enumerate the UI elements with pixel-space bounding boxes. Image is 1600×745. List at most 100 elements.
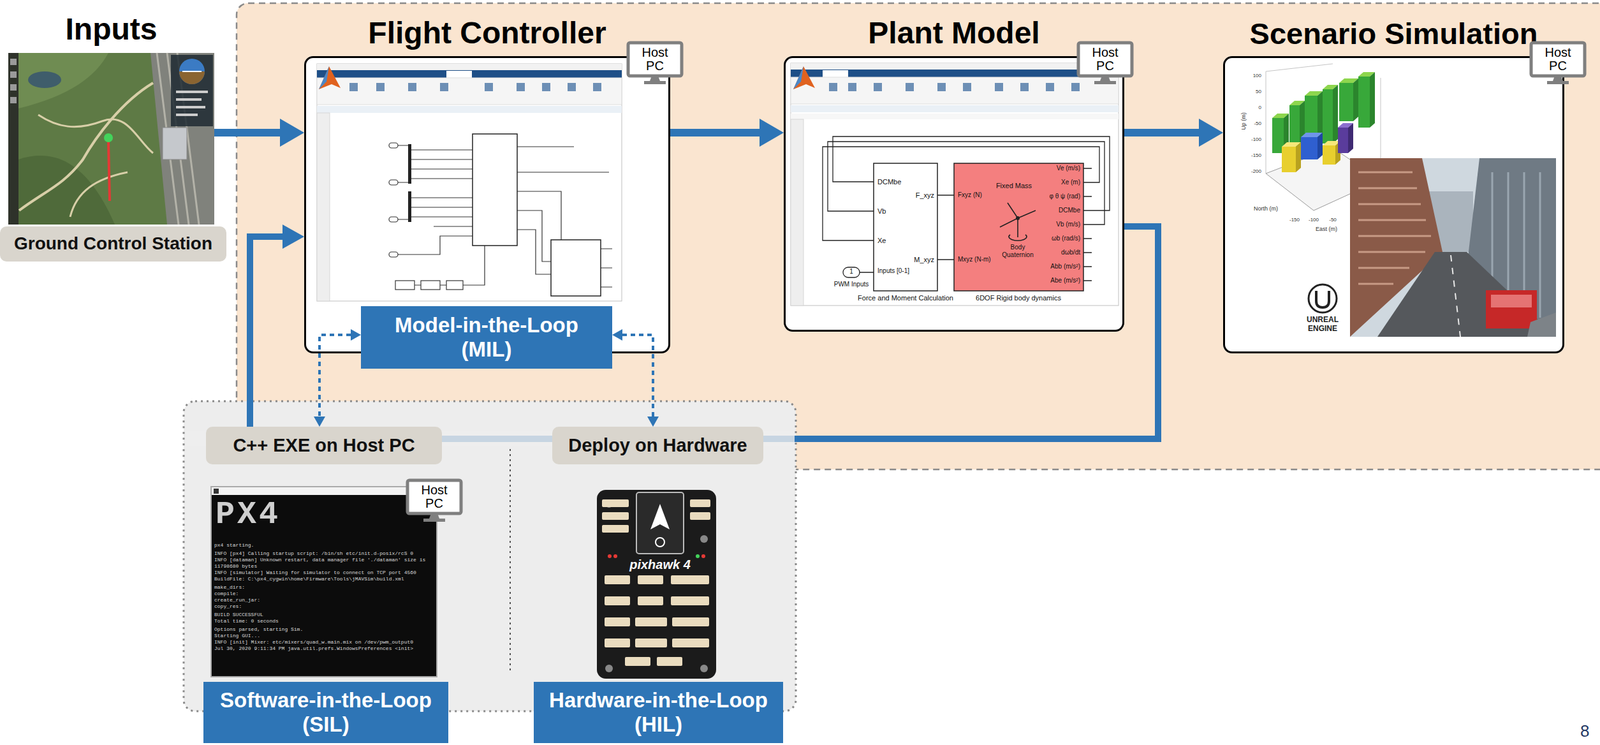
label-anchor: Abb (m/s²) <box>1050 262 1081 271</box>
plant-screenshot <box>843 267 860 278</box>
gcs-map <box>176 98 202 101</box>
label-anchor: px4 starting. <box>214 542 433 549</box>
terminal-line: BuildFile: C:\px4_cygwin\home\Firmware\T… <box>214 575 433 583</box>
city-model <box>1369 72 1375 128</box>
pixhawk-board <box>604 575 631 585</box>
connector-arrow <box>249 226 1159 439</box>
small-label: Fxyz (N) <box>957 191 983 199</box>
text-holder: Host PC <box>637 45 673 74</box>
label-anchor: BUILD SUCCESSFUL <box>214 611 433 618</box>
text-holder: Flight Controller <box>367 16 606 51</box>
text-holder: Hardware-in-the-Loop (HIL) <box>542 688 775 737</box>
pixhawk-board <box>607 554 612 558</box>
plant-screenshot <box>829 82 1080 92</box>
stage-heading: Inputs <box>65 12 158 47</box>
simulink-screenshot <box>388 251 398 257</box>
terminal-line: Jul 30, 2020 9:11:34 PM java.util.prefs.… <box>214 645 433 652</box>
loop-name: Hardware-in-the-Loop (HIL) <box>542 688 775 737</box>
gcs-map <box>8 52 215 225</box>
gcs-map <box>19 82 154 211</box>
plant-screenshot <box>790 69 1119 78</box>
small-label: DCMbe <box>877 177 902 187</box>
small-label: Force and Moment Calculation <box>857 293 954 303</box>
label-anchor: PX4 <box>215 496 281 534</box>
text-holder: Ground Control Station <box>14 233 213 254</box>
simulink-screenshot <box>388 142 398 148</box>
terminal-line: INFO [dataman] Unknown restart, data man… <box>214 556 433 570</box>
unreal-logo <box>1308 284 1337 313</box>
stage-panel: Flight ControllerHost PCModel-in-the-Loo… <box>304 56 671 354</box>
city-model <box>1272 72 1375 173</box>
plant-screenshot <box>848 82 857 92</box>
pixhawk-board <box>613 554 618 558</box>
terminal-line: Options parsed, starting Sim. <box>214 626 433 633</box>
small-label: North (m) <box>1253 205 1278 212</box>
box-label: Ground Control Station <box>14 233 213 254</box>
label-anchor: DCMbe <box>1058 206 1081 215</box>
gcs-map <box>176 105 206 109</box>
pixhawk-board <box>637 575 664 585</box>
unreal-street-scene <box>1490 294 1532 308</box>
unreal-street-scene <box>1485 290 1537 329</box>
plant-screenshot <box>793 66 804 90</box>
pixhawk-board <box>650 503 670 530</box>
small-label: Abe (m/s²) <box>1050 276 1081 285</box>
small-label: M_xyz <box>913 255 935 265</box>
plant-screenshot <box>1020 82 1029 92</box>
loop-label: Hardware-in-the-Loop (HIL) <box>533 681 784 743</box>
city-model <box>1339 82 1354 122</box>
terminal-line: Total time: 0 seconds <box>214 617 433 625</box>
monitor-base <box>423 518 446 522</box>
unreal-logo <box>1316 290 1329 308</box>
unreal-street-scene <box>1527 312 1556 337</box>
small-label: F_xyz <box>915 191 935 200</box>
label-anchor: East (m) <box>1315 225 1338 233</box>
unreal-logo <box>1308 284 1337 313</box>
label-anchor: M_xyz <box>913 255 935 265</box>
pixhawk-board <box>604 617 631 627</box>
label-anchor: INFO [init] Mixer: etc/mixers/quad_w.mai… <box>214 638 433 646</box>
pixhawk-board <box>605 664 613 673</box>
simulink-screenshot <box>316 77 622 105</box>
label-anchor: -50 <box>1253 120 1262 127</box>
plant-screenshot <box>962 82 972 92</box>
gcs-map <box>179 71 205 85</box>
pixhawk-board <box>635 617 668 627</box>
small-label: -200 <box>1251 168 1262 175</box>
pixhawk-board <box>672 638 710 648</box>
text-holder: Host PC <box>1540 45 1576 74</box>
simulink-screenshot <box>388 216 398 222</box>
label-anchor: -100 <box>1251 136 1262 143</box>
monitor-base <box>1547 80 1569 85</box>
simulink-screenshot <box>414 245 485 286</box>
plant-screenshot <box>999 202 1036 238</box>
panel-ground <box>783 56 1125 332</box>
label-anchor: -100 <box>1308 216 1319 223</box>
unreal-street-scene <box>1450 255 1461 337</box>
label-anchor: 0 <box>1258 104 1262 111</box>
small-label: -150 <box>1251 152 1262 159</box>
monitor-label: Host PC <box>1540 45 1576 73</box>
pixhawk-board <box>601 512 629 520</box>
label-box: Ground Control Station <box>0 226 227 262</box>
plant-screenshot <box>994 82 1004 92</box>
plant-screenshot <box>873 82 882 92</box>
pixhawk-board <box>672 617 710 627</box>
label-anchor: PWM Inputs <box>834 280 869 289</box>
monitor-stand <box>1100 75 1111 81</box>
simulink-screenshot <box>316 63 622 301</box>
city-model <box>1322 89 1333 144</box>
plant-screenshot <box>790 77 1119 104</box>
connector-arrow <box>319 334 351 417</box>
label-anchor: Xe <box>877 236 886 245</box>
panel-ground <box>1223 56 1565 354</box>
gcs-map <box>179 58 205 85</box>
city-model <box>1332 84 1338 144</box>
monitor-label: Host PC <box>1087 45 1123 73</box>
small-label: Vb <box>877 207 886 216</box>
monitor-icon: Host PC <box>626 40 684 86</box>
terminal-line: INFO [init] Mixer: etc/mixers/quad_w.mai… <box>214 638 433 646</box>
small-label: PWM Inputs <box>834 280 869 289</box>
city-model <box>1337 127 1349 154</box>
